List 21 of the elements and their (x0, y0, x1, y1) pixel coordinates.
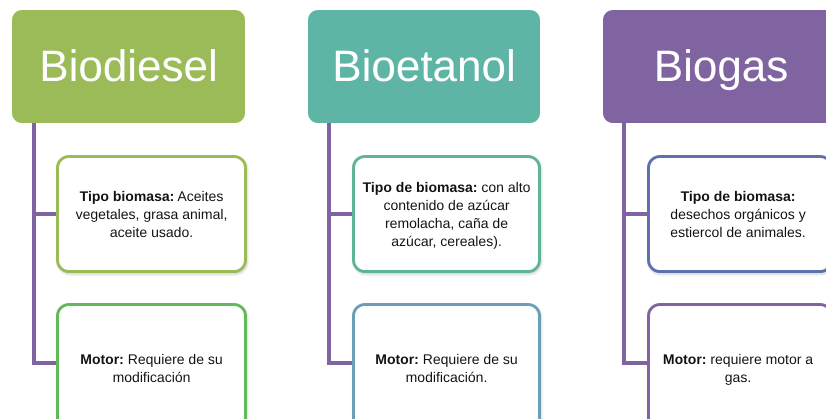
description-text: Motor: Requiere de su modificación. (374, 350, 519, 386)
description-text: Tipo de biomasa: con alto contenido de azúcar remolacha, caña de azúcar, cereales). (362, 178, 532, 250)
category-box (603, 10, 826, 123)
description-text: Tipo biomasa: Aceites vegetales, grasa animal, aceite usado. (74, 186, 228, 242)
category-title: Biogas (654, 42, 790, 92)
info-box (647, 155, 826, 273)
category-title: Bioetanol (332, 42, 516, 92)
info-box (56, 303, 247, 419)
description-text: Tipo de biomasa: desechos orgánicos y estiercol de animales. (669, 186, 807, 242)
category-box (308, 10, 540, 123)
info-box (352, 155, 541, 273)
connector-line (32, 123, 56, 365)
connector-line (622, 123, 647, 365)
description-text: Motor: requiere motor a gas. (662, 350, 814, 386)
info-box (647, 303, 826, 419)
connector-line (327, 123, 352, 365)
info-box (352, 303, 541, 419)
category-title: Biodiesel (39, 42, 218, 92)
description-text: Motor: Requiere de su modificación (79, 350, 224, 386)
info-box (56, 155, 247, 273)
category-box (12, 10, 245, 123)
